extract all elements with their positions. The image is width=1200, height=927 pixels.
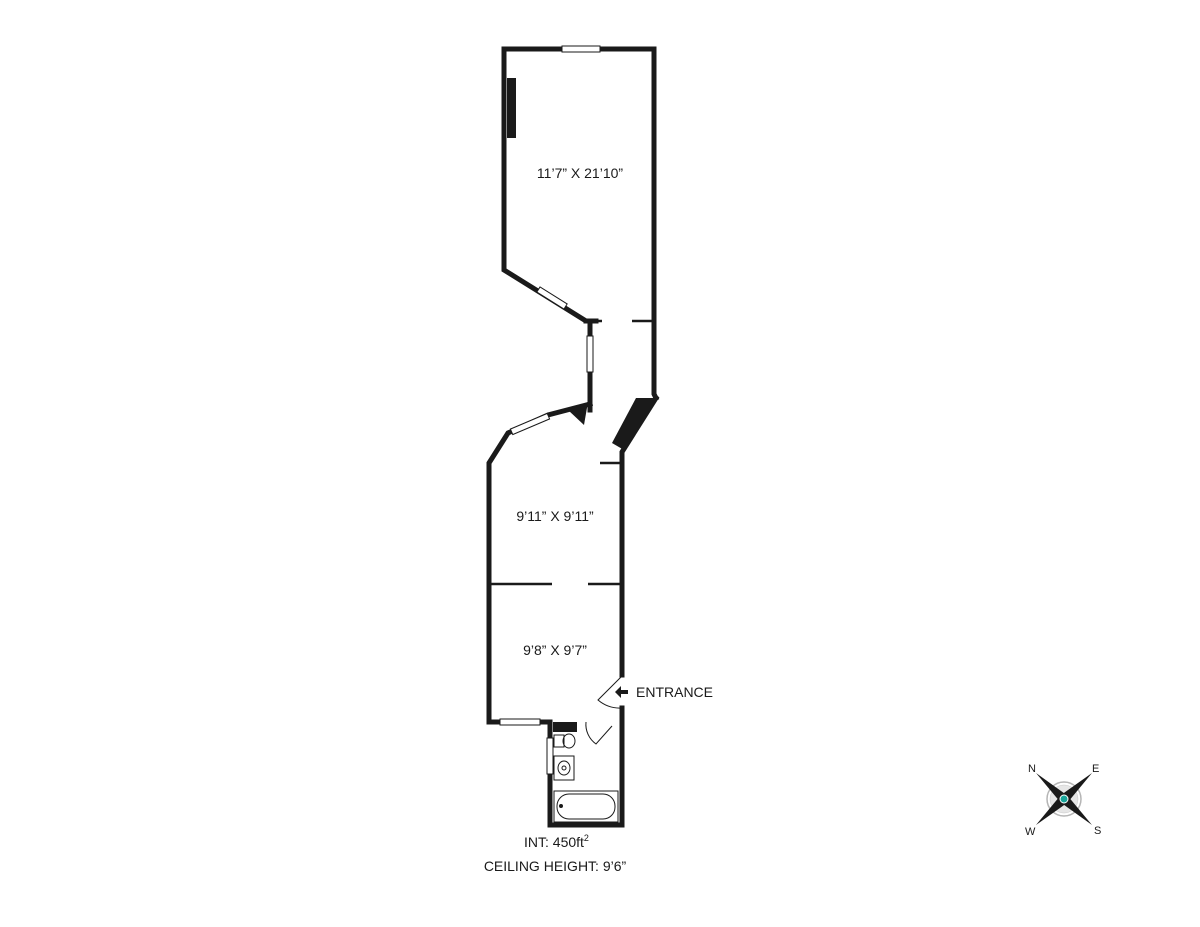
compass-needle-n (1036, 773, 1068, 803)
wall-living-room (501, 46, 660, 402)
compass-label-w: W (1025, 826, 1036, 838)
bathroom-fixtures (553, 733, 619, 823)
window-bedroom-angled (509, 412, 551, 436)
ceiling-height-label: CEILING HEIGHT: 9’6” (484, 858, 627, 874)
compass-label-s: S (1094, 825, 1101, 837)
fireplace-block (507, 78, 516, 138)
closet-block-left (568, 402, 588, 425)
bathroom-door-swing (585, 721, 613, 745)
room-label-living: 11’7” X 21’10” (537, 165, 623, 181)
windows (499, 45, 601, 775)
partitions (491, 319, 654, 586)
compass-needle-s (1060, 795, 1092, 825)
entrance-label: ENTRANCE (636, 684, 713, 700)
compass-needle-e (1061, 773, 1092, 802)
bathroom-block (553, 722, 577, 732)
compass-label-n: N (1028, 763, 1036, 775)
window-north (561, 45, 601, 53)
entrance-door-swing (597, 675, 623, 709)
interior-area-superscript: 2 (584, 833, 589, 843)
sink-icon (553, 755, 575, 781)
wall-west (486, 400, 594, 725)
window-connector (586, 335, 594, 373)
interior-area-label: INT: 450ft2 (524, 833, 589, 850)
window-kitchen-south (499, 718, 541, 726)
entrance-arrow-icon (615, 686, 628, 698)
solid-blocks (507, 78, 656, 732)
compass-rose-icon (1036, 773, 1092, 825)
doors (585, 675, 623, 745)
room-label-bedroom: 9’11” X 9’11” (516, 508, 594, 524)
compass-center (1059, 794, 1069, 804)
window-living-angled (536, 286, 568, 310)
interior-area-value: INT: 450ft (524, 834, 584, 850)
room-label-kitchen: 9’8” X 9’7” (523, 642, 587, 658)
compass-label-e: E (1092, 763, 1099, 775)
toilet-icon (553, 733, 576, 749)
compass-ring (1046, 781, 1082, 817)
bathtub-icon (553, 790, 619, 823)
compass-needle-w (1036, 796, 1067, 825)
window-bathroom (546, 737, 554, 775)
closet-block-right (612, 398, 656, 450)
